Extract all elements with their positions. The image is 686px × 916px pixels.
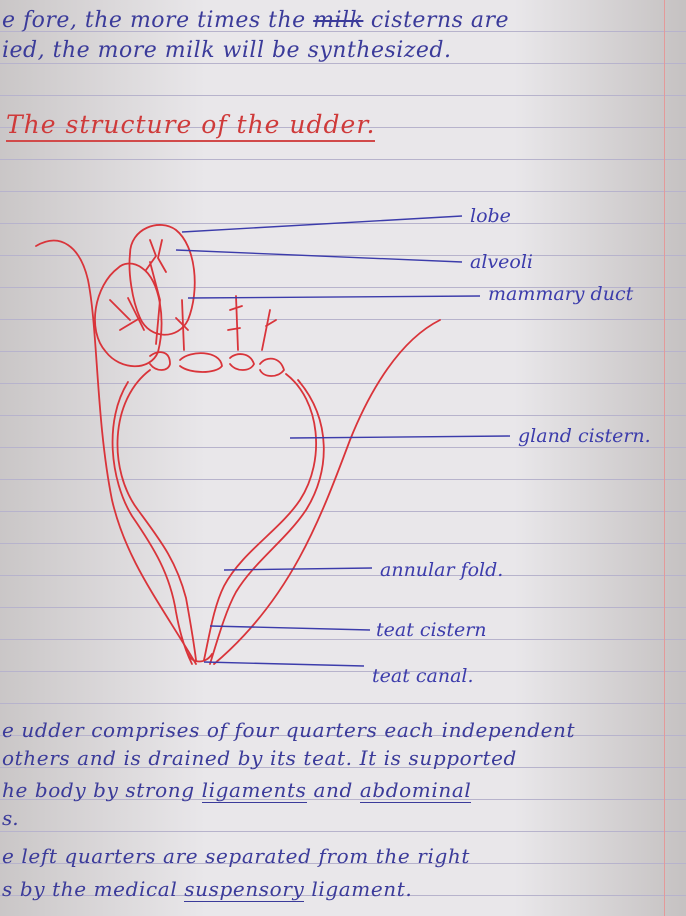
label-teat-canal: teat canal. <box>372 665 474 687</box>
label-mammary-duct: mammary duct <box>488 283 634 305</box>
label-annular-fold: annular fold. <box>380 559 503 581</box>
label-alveoli: alveoli <box>470 251 533 273</box>
leader-lines <box>176 216 510 666</box>
underlined-abdominal: abdominal <box>360 778 472 803</box>
underlined-ligaments: ligaments <box>202 778 307 803</box>
body-line-5: e left quarters are separated from the r… <box>2 844 470 868</box>
body-line-6: s by the medical suspensory ligament. <box>2 877 412 901</box>
label-teat-cistern: teat cistern <box>376 619 487 641</box>
underlined-suspensory: suspensory <box>184 877 304 902</box>
label-lobe: lobe <box>470 205 511 227</box>
body-line-3: he body by strong ligaments and abdomina… <box>2 778 471 802</box>
udder-drawing <box>36 225 440 664</box>
label-gland-cistern: gland cistern. <box>518 425 651 447</box>
body-line-4: s. <box>2 806 19 830</box>
body-line-1: e udder comprises of four quarters each … <box>2 718 575 742</box>
body-line-2: others and is drained by its teat. It is… <box>2 746 517 770</box>
